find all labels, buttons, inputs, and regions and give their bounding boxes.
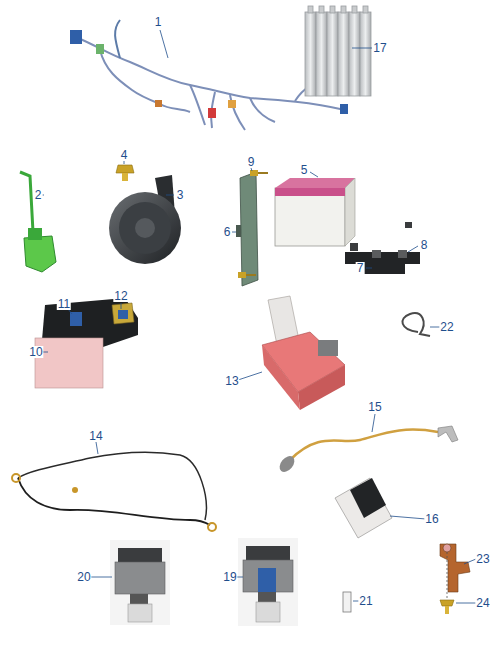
leader-line [372,414,375,432]
callout-number: 23 [475,553,490,565]
leader-line [121,303,122,309]
resistor-block [335,478,392,538]
leader-line [232,232,236,233]
leader-line [408,246,418,252]
callout-number: 13 [224,375,239,387]
leader-line [90,577,112,578]
cell-pack [305,6,371,96]
callout-number: 2 [34,189,43,201]
connector [155,100,162,107]
callout-number: 16 [424,513,439,525]
connector-bracket [112,303,134,324]
leader-line [160,30,168,58]
callout-number: 7 [356,262,365,274]
leader-line [352,48,372,49]
connector [96,44,104,54]
callout-number: 10 [28,346,43,358]
callout-number: 9 [247,156,256,168]
leader-line [310,172,318,177]
horn [109,175,181,264]
leader-line [464,559,476,564]
callout-number: 14 [88,430,103,442]
leader-line [456,603,476,604]
callout-number: 8 [420,239,429,251]
fuse [343,592,351,612]
screw [440,600,454,614]
callout-number: 24 [475,597,490,609]
battery-tray [345,222,420,274]
leader-line [238,372,262,380]
connector [340,104,348,114]
callout-number: 15 [367,401,382,413]
control-unit [35,298,138,388]
connector [118,310,128,319]
connector [208,108,216,118]
bolt [116,165,134,181]
callout-number: 11 [57,298,71,310]
callout-number: 17 [372,42,387,54]
callout-number: 22 [439,321,454,333]
connector [228,100,236,108]
terminal [440,544,470,598]
callout-number: 3 [176,189,185,201]
leader-line [166,195,174,196]
callout-number: 6 [223,226,232,238]
battery [275,178,355,246]
callout-number: 20 [76,571,91,583]
sensor [20,172,56,272]
flasher-relay [110,540,170,625]
ignition-cable [277,426,458,475]
leader-line [366,268,372,269]
screw [238,170,268,278]
callout-number: 19 [222,571,237,583]
leader-line [251,168,252,171]
turn-relay [238,538,298,626]
leader-line [96,442,98,454]
callout-number: 1 [154,16,163,28]
battery-bracket [236,172,258,286]
relay [262,296,345,410]
ground-wire [12,452,216,531]
leader-line [124,161,125,164]
callout-number: 21 [358,595,373,607]
callout-number: 12 [113,290,128,302]
callout-number: 4 [120,149,129,161]
callout-number: 5 [300,164,309,176]
wire-loop [402,313,430,336]
leader-line [390,516,426,519]
connector [70,30,82,44]
